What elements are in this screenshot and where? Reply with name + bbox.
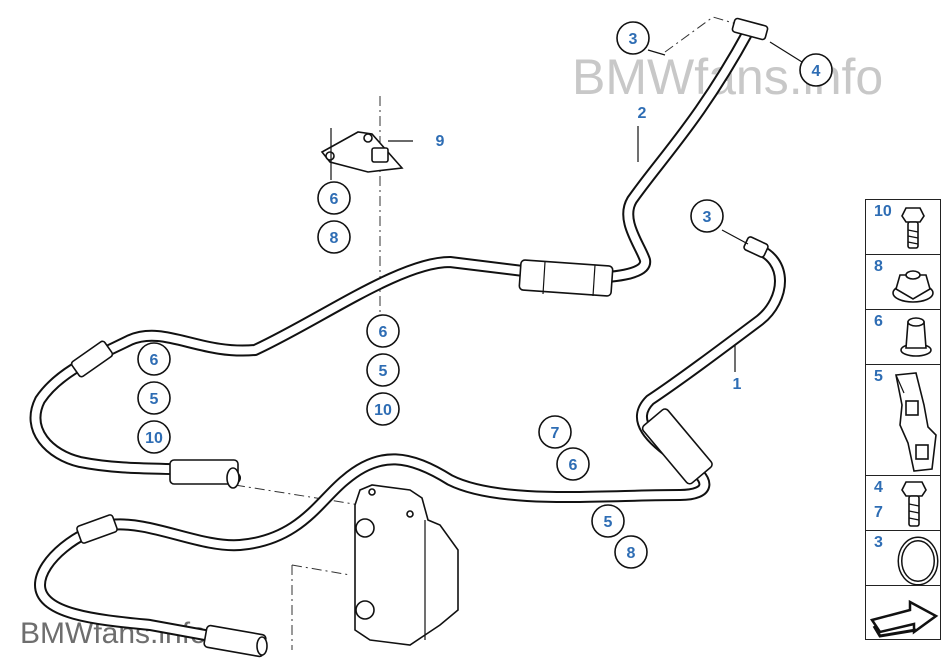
legend-label: 6 xyxy=(874,313,883,330)
svg-text:5: 5 xyxy=(150,391,159,408)
callout-5-lower[interactable]: 5 xyxy=(591,504,625,538)
callout-6-lower[interactable]: 6 xyxy=(556,447,590,481)
callout-10-left[interactable]: 10 xyxy=(137,420,171,454)
leader-3-top xyxy=(647,49,666,56)
callout-6-bracket[interactable]: 6 xyxy=(317,181,351,215)
callout-2[interactable]: 2 xyxy=(638,105,647,122)
svg-text:6: 6 xyxy=(330,191,339,208)
legend-label: 5 xyxy=(874,368,883,385)
hex-nut-icon xyxy=(892,270,934,303)
legend-cell-4-7[interactable]: 4 7 xyxy=(865,475,941,530)
legend-label: 7 xyxy=(874,504,883,521)
svg-text:5: 5 xyxy=(604,514,613,531)
hose-clamp-upper xyxy=(518,259,614,297)
legend-cell-5[interactable]: 5 xyxy=(865,364,941,475)
fitting-bottom xyxy=(203,624,268,658)
callout-8-bracket[interactable]: 8 xyxy=(317,220,351,254)
fitting-top-end xyxy=(731,17,769,41)
callout-9[interactable]: 9 xyxy=(436,133,445,150)
hose-2 xyxy=(29,26,754,484)
legend-label: 8 xyxy=(874,258,883,275)
fitting-lower-left xyxy=(76,514,118,544)
leader-4 xyxy=(769,41,803,63)
fitting-upper-left xyxy=(70,340,114,378)
o-ring-icon xyxy=(897,536,939,586)
svg-text:6: 6 xyxy=(569,457,578,474)
svg-text:6: 6 xyxy=(150,352,159,369)
axis-cooler-upper xyxy=(234,484,361,506)
parts-legend: 10 8 6 5 4 xyxy=(865,199,941,640)
clip-nut-icon xyxy=(895,372,937,472)
hose-1 xyxy=(34,242,786,651)
legend-cell-8[interactable]: 8 xyxy=(865,254,941,309)
axis-top-fitting xyxy=(664,16,741,53)
callout-1[interactable]: 1 xyxy=(733,376,742,393)
svg-text:8: 8 xyxy=(627,545,636,562)
callout-6-left[interactable]: 6 xyxy=(137,342,171,376)
screw-icon xyxy=(901,481,927,527)
legend-cell-10[interactable]: 10 xyxy=(865,199,941,254)
callout-5-middle[interactable]: 5 xyxy=(366,353,400,387)
svg-text:4: 4 xyxy=(812,63,821,80)
sleeve-nut-icon xyxy=(900,317,932,357)
callout-3-top[interactable]: 3 xyxy=(616,21,650,55)
hose-clamp-lower xyxy=(641,408,713,485)
svg-text:5: 5 xyxy=(379,363,388,380)
fitting-middle-left xyxy=(169,459,240,489)
arrow-icon xyxy=(869,599,939,638)
axis-cooler-side xyxy=(291,564,351,576)
svg-text:10: 10 xyxy=(145,430,163,447)
callout-10-middle[interactable]: 10 xyxy=(366,392,400,426)
svg-text:8: 8 xyxy=(330,230,339,247)
oil-cooler xyxy=(354,484,459,646)
svg-text:7: 7 xyxy=(551,425,560,442)
legend-cell-arrow[interactable] xyxy=(865,585,941,640)
leader-3-right xyxy=(721,229,749,245)
mounting-bracket xyxy=(320,128,413,180)
svg-text:6: 6 xyxy=(379,324,388,341)
svg-text:3: 3 xyxy=(629,31,638,48)
callout-5-left[interactable]: 5 xyxy=(137,381,171,415)
svg-text:3: 3 xyxy=(703,209,712,226)
legend-cell-3[interactable]: 3 xyxy=(865,530,941,586)
legend-label: 3 xyxy=(874,534,883,551)
callout-8-lower[interactable]: 8 xyxy=(614,535,648,569)
callout-6-middle[interactable]: 6 xyxy=(366,314,400,348)
bolt-icon xyxy=(901,207,925,249)
svg-text:10: 10 xyxy=(374,402,392,419)
legend-cell-6[interactable]: 6 xyxy=(865,309,941,364)
legend-label: 10 xyxy=(874,203,892,220)
legend-label: 4 xyxy=(874,479,883,496)
callout-4[interactable]: 4 xyxy=(799,53,833,87)
fitting-right-end xyxy=(743,236,769,258)
callout-7-lower[interactable]: 7 xyxy=(538,415,572,449)
callout-3-right[interactable]: 3 xyxy=(690,199,724,233)
